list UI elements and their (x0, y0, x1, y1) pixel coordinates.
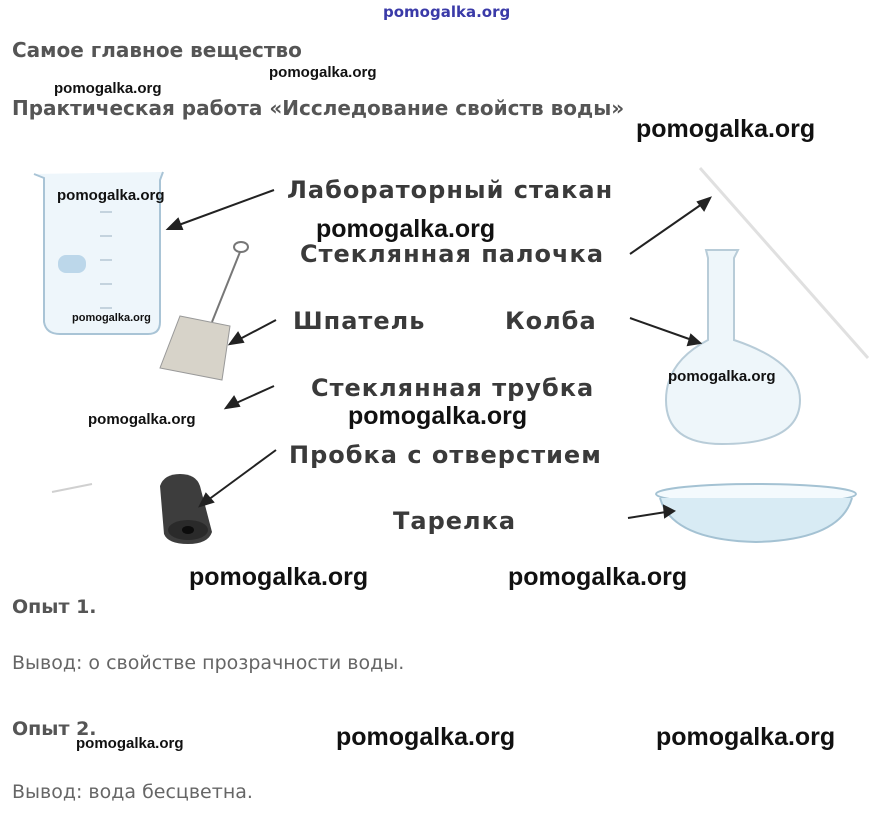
label-dish: Тарелка (393, 507, 517, 535)
dish-image (655, 483, 857, 544)
label-stopper: Пробка с отверстием (289, 441, 602, 469)
watermark: pomogalka.org (636, 115, 816, 143)
label-spatula: Шпатель (293, 307, 426, 335)
watermark: pomogalka.org (72, 312, 151, 324)
flask-image (664, 249, 802, 446)
label-flask: Колба (505, 307, 597, 335)
watermark: pomogalka.org (336, 723, 516, 751)
label-beaker: Лабораторный стакан (287, 176, 614, 204)
experiment-1-title: Опыт 1. (12, 596, 97, 618)
watermark: pomogalka.org (348, 402, 528, 430)
watermark: pomogalka.org (668, 368, 776, 385)
glass-tube-image (51, 483, 93, 493)
spatula-image (159, 241, 249, 381)
watermark: pomogalka.org (76, 735, 184, 752)
page-title: Самое главное вещество (12, 38, 302, 62)
watermark: pomogalka.org (508, 563, 688, 591)
experiment-2-conclusion: Вывод: вода бесцветна. (12, 781, 253, 803)
stopper-image (160, 474, 212, 544)
watermark: pomogalka.org (57, 187, 165, 204)
watermark: pomogalka.org (656, 723, 836, 751)
beaker-image (33, 171, 164, 335)
watermark: pomogalka.org (88, 411, 196, 428)
watermark: pomogalka.org (54, 80, 162, 97)
glass-rod-image (698, 167, 870, 359)
experiment-2-title: Опыт 2. (12, 718, 97, 740)
page-subtitle: Практическая работа «Исследование свойст… (12, 96, 625, 120)
watermark: pomogalka.org (269, 64, 377, 81)
watermark: pomogalka.org (189, 563, 369, 591)
pointer-arrows (165, 189, 712, 519)
label-glass-rod: Стеклянная палочка (300, 240, 605, 268)
experiment-1-conclusion: Вывод: о свойстве прозрачности воды. (12, 652, 405, 674)
watermark: pomogalka.org (316, 215, 496, 243)
site-mark[interactable]: pomogalka.org (383, 3, 511, 21)
label-glass-tube: Стеклянная трубка (311, 374, 595, 402)
